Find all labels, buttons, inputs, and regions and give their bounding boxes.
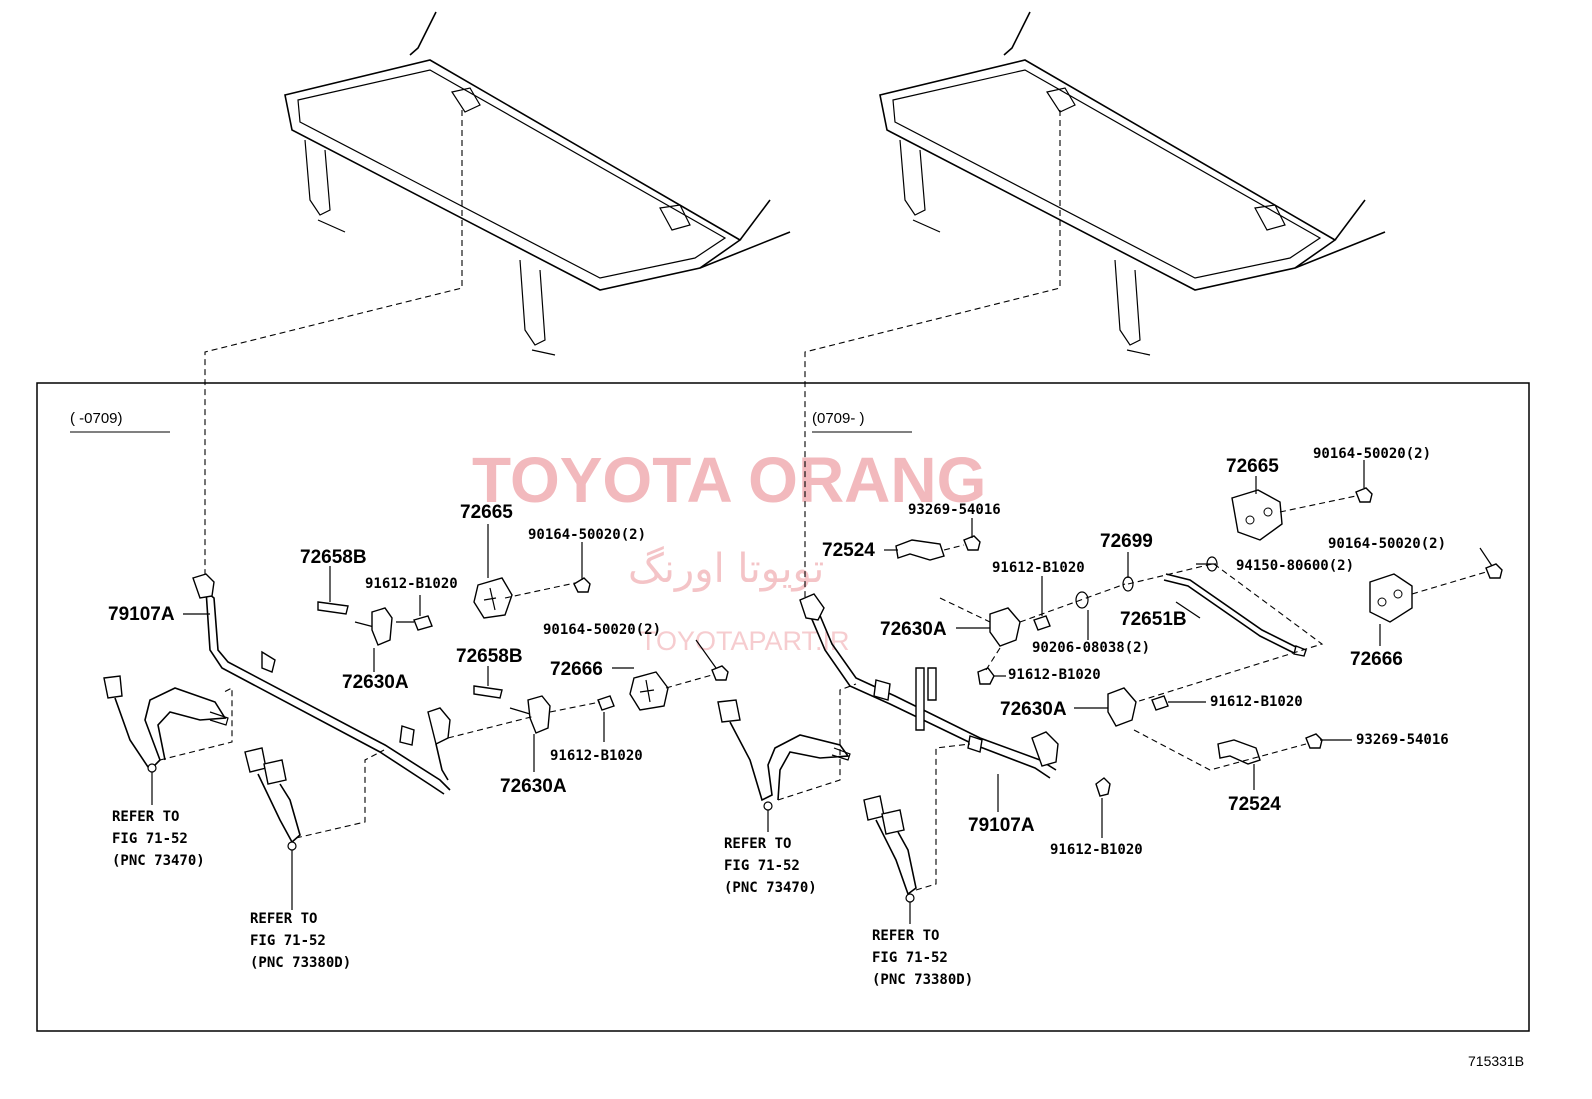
cover-72666-right <box>1369 573 1413 623</box>
belt-anchor-part <box>192 573 215 599</box>
label-90206-08038: 90206-08038(2) <box>1032 640 1150 656</box>
clip-72658b-1 <box>317 601 349 615</box>
label-91612-b1020: 91612-B1020 <box>1210 694 1303 710</box>
refer-note-line: (PNC 73470) <box>112 853 205 869</box>
label-72524: 72524 <box>1228 794 1281 815</box>
refer-note-line: FIG 71-52 <box>112 831 188 847</box>
period-left: ( -0709) <box>70 410 123 427</box>
refer-note-line: REFER TO <box>872 928 939 944</box>
hook-72524-lower <box>1217 739 1261 765</box>
buckle-2 <box>244 747 267 773</box>
label-94150-80600: 94150-80600(2) <box>1236 558 1354 574</box>
label-90164-50020: 90164-50020(2) <box>1313 446 1431 462</box>
parts-frame <box>36 382 1530 1032</box>
left-panel-parts <box>103 524 729 910</box>
watermark-brand: TOYOTA ORANG <box>472 444 986 516</box>
refer-note-line: FIG 71-52 <box>250 933 326 949</box>
refer-note-line: (PNC 73380D) <box>872 972 973 988</box>
label-91612-b1020: 91612-B1020 <box>992 560 1085 576</box>
hook-72524-upper <box>895 539 945 561</box>
refer-note-line: FIG 71-52 <box>872 950 948 966</box>
right-panel-parts <box>717 460 1503 924</box>
label-72699: 72699 <box>1100 531 1153 552</box>
period-right: (0709- ) <box>812 410 865 427</box>
figure-code: 715331B <box>1468 1053 1524 1069</box>
bracket-72630a-lower <box>1107 687 1137 727</box>
label-72630a: 72630A <box>1000 699 1067 720</box>
bracket-72630a-2 <box>527 695 551 734</box>
label-72658b: 72658B <box>456 646 523 667</box>
refer-note-line: FIG 71-52 <box>724 858 800 874</box>
belt-anchor-part <box>799 593 825 621</box>
label-91612-b1020: 91612-B1020 <box>1008 667 1101 683</box>
label-72630a: 72630A <box>500 776 567 797</box>
watermark-brand-fa: تویوتا اورنگ <box>628 546 824 592</box>
bracket-72630a-upper <box>989 607 1021 647</box>
label-72651b: 72651B <box>1120 609 1187 630</box>
seat-frame-left <box>204 11 791 583</box>
clip-72658b-2 <box>473 685 503 699</box>
label-72666: 72666 <box>1350 649 1403 670</box>
label-79107a: 79107A <box>108 604 175 625</box>
refer-note-line: REFER TO <box>724 836 791 852</box>
seat-frame-right <box>804 11 1386 600</box>
label-90164-50020: 90164-50020(2) <box>543 622 661 638</box>
buckle-2 <box>863 795 885 821</box>
label-72665: 72665 <box>1226 456 1279 477</box>
label-72666: 72666 <box>550 659 603 680</box>
label-91612-b1020: 91612-B1020 <box>1050 842 1143 858</box>
refer-note-line: (PNC 73380D) <box>250 955 351 971</box>
label-91612-b1020: 91612-B1020 <box>550 748 643 764</box>
cover-72665-right <box>1231 489 1283 541</box>
label-90164-50020: 90164-50020(2) <box>1328 536 1446 552</box>
buckle-1 <box>717 699 741 723</box>
label-93269-54016: 93269-54016 <box>908 502 1001 518</box>
label-72630a: 72630A <box>342 672 409 693</box>
label-79107a: 79107A <box>968 815 1035 836</box>
watermark-url: TOYOTAPART.IR <box>640 626 850 656</box>
label-72630a: 72630A <box>880 619 947 640</box>
refer-note-line: (PNC 73470) <box>724 880 817 896</box>
buckle-1 <box>103 675 123 699</box>
refer-note-line: REFER TO <box>112 809 179 825</box>
refer-note-line: REFER TO <box>250 911 317 927</box>
bracket-72630a-1 <box>371 607 393 646</box>
label-72658b: 72658B <box>300 547 367 568</box>
label-91612-b1020: 91612-B1020 <box>365 576 458 592</box>
label-72665: 72665 <box>460 502 513 523</box>
label-72524: 72524 <box>822 540 875 561</box>
label-93269-54016: 93269-54016 <box>1356 732 1449 748</box>
label-90164-50020: 90164-50020(2) <box>528 527 646 543</box>
